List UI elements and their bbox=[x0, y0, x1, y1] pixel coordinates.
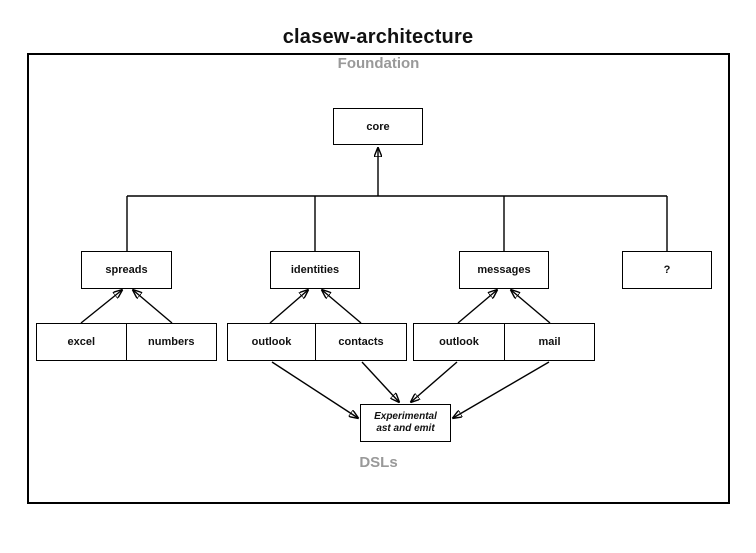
node-unknown-label: ? bbox=[663, 264, 671, 276]
node-numbers-label: numbers bbox=[148, 336, 195, 348]
node-outlook-messages: outlook bbox=[414, 324, 505, 360]
node-experimental-ast-and-emit: Experimental ast and emit bbox=[360, 404, 451, 442]
foundation-zone-label: Foundation bbox=[337, 55, 420, 72]
node-experimental-line1: Experimental bbox=[374, 410, 437, 422]
node-numbers: numbers bbox=[127, 324, 217, 360]
pair-spreads-children: excel numbers bbox=[36, 323, 217, 361]
node-spreads: spreads bbox=[81, 251, 172, 289]
node-messages: messages bbox=[459, 251, 549, 289]
node-outlook-messages-label: outlook bbox=[439, 336, 479, 348]
node-identities-label: identities bbox=[290, 264, 340, 276]
node-identities: identities bbox=[270, 251, 360, 289]
node-excel-label: excel bbox=[67, 336, 96, 348]
node-mail-label: mail bbox=[538, 336, 561, 348]
node-unknown: ? bbox=[622, 251, 712, 289]
node-outlook-identities-label: outlook bbox=[251, 336, 292, 348]
node-contacts: contacts bbox=[316, 324, 406, 360]
pair-identities-children: outlook contacts bbox=[227, 323, 407, 361]
node-core-label: core bbox=[366, 120, 390, 133]
node-contacts-label: contacts bbox=[338, 336, 384, 348]
node-outlook-identities: outlook bbox=[228, 324, 316, 360]
pair-messages-children: outlook mail bbox=[413, 323, 595, 361]
node-mail: mail bbox=[505, 324, 594, 360]
node-excel: excel bbox=[37, 324, 127, 360]
diagram-title: clasew-architecture bbox=[282, 26, 474, 48]
node-experimental-line2: ast and emit bbox=[376, 423, 435, 434]
node-spreads-label: spreads bbox=[105, 264, 148, 276]
dsls-zone-label: DSLs bbox=[359, 454, 398, 471]
node-messages-label: messages bbox=[477, 264, 531, 276]
node-core: core bbox=[333, 108, 423, 145]
